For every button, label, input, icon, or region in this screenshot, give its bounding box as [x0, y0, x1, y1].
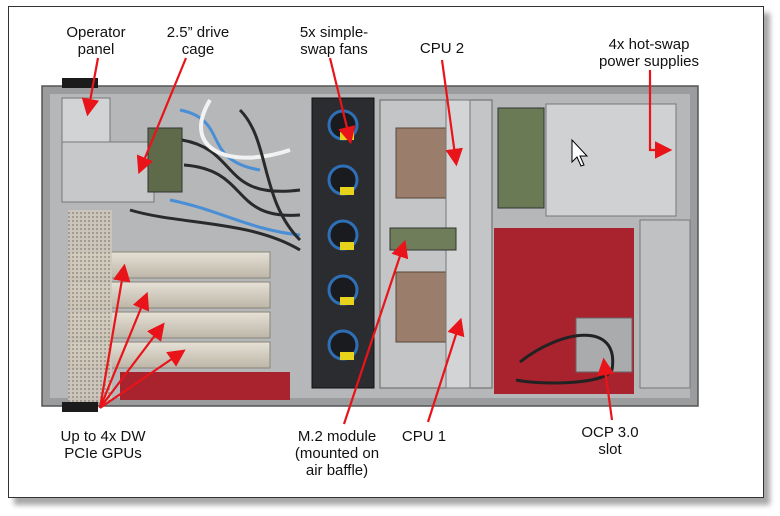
arrow-fans [328, 57, 356, 145]
operator-panel-module [61, 97, 111, 143]
label-cpu2: CPU 2 [419, 40, 465, 57]
label-cpu1: CPU 1 [401, 428, 447, 445]
cpu1-heatsink [395, 271, 455, 343]
cable-bundle [129, 98, 302, 252]
gpu-motherboard-strip [120, 372, 290, 400]
arrow-m2 [342, 239, 409, 425]
arrow-gpu-2 [98, 291, 150, 409]
arrow-gpu-4 [99, 349, 186, 409]
arrow-ocp [597, 357, 615, 421]
drive-cage-module [61, 141, 155, 203]
psu-bay [639, 219, 691, 389]
arrow-power-supplies [648, 70, 673, 159]
m2-module-board [389, 227, 457, 251]
mouse-cursor-icon [571, 138, 589, 167]
rear-handle-bottom [62, 402, 98, 412]
arrow-drive-cage [136, 57, 188, 175]
pcie-vent-grid [68, 210, 112, 402]
psu-cage [545, 103, 677, 217]
fan [327, 219, 359, 251]
arrow-cpu1 [426, 317, 465, 423]
arrow-cpu2 [440, 59, 463, 167]
mid-board [497, 107, 545, 209]
arrow-operator-panel [81, 57, 100, 117]
callout-arrows [81, 57, 673, 425]
fan [327, 329, 359, 361]
fan-wall [311, 97, 375, 389]
fan [327, 164, 359, 196]
cpu2-heatsink [395, 127, 455, 199]
label-fans: 5x simple-swap fans [299, 24, 369, 58]
rear-handle-top [62, 78, 98, 88]
fan [327, 274, 359, 306]
arrow-gpu-1 [98, 263, 131, 409]
arrow-gpu-3 [99, 322, 165, 409]
